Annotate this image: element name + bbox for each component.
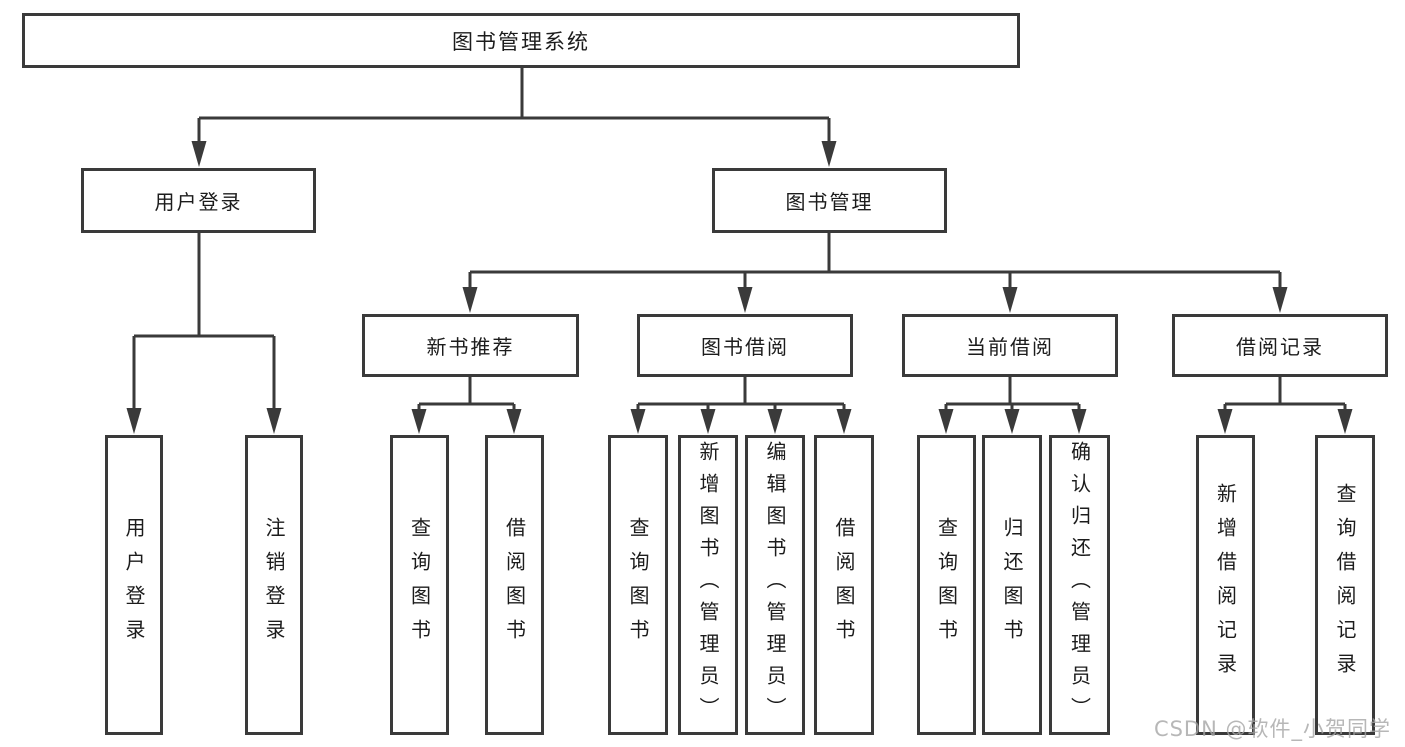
arrowhead	[700, 409, 716, 434]
arrowhead	[1004, 409, 1020, 434]
leaf-confirm-return-admin: 确认归还（管理员）	[1049, 435, 1110, 735]
node-book-borrowing: 图书借阅	[637, 314, 853, 377]
arrowhead	[506, 409, 522, 434]
connector-book-management	[468, 233, 1282, 293]
leaf-label: 新增图书（管理员）	[696, 441, 720, 729]
arrowhead	[737, 287, 753, 313]
leaf-add-book-admin: 新增图书（管理员）	[678, 435, 738, 735]
leaf-label: 归还图书	[1000, 517, 1024, 653]
leaf-label: 新增借阅记录	[1213, 483, 1238, 687]
leaf-label: 用户登录	[122, 517, 146, 653]
arrowhead	[1002, 287, 1018, 313]
arrowhead	[1217, 409, 1233, 434]
arrowhead	[1071, 409, 1087, 434]
csdn-watermark: CSDN @软件_小贺同学	[1153, 717, 1391, 741]
arrowhead	[266, 408, 282, 434]
leaf-user-login: 用户登录	[105, 435, 163, 735]
arrowhead	[767, 409, 783, 434]
arrowhead	[938, 409, 954, 434]
connector-root	[197, 67, 831, 150]
leaf-label: 查询图书	[626, 517, 650, 653]
leaf-label: 查询图书	[407, 517, 432, 653]
arrowhead	[191, 141, 207, 167]
node-new-book-recommend: 新书推荐	[362, 314, 579, 377]
connector-borrowing-records	[1223, 377, 1347, 414]
leaf-query-borrow-record: 查询借阅记录	[1315, 435, 1375, 735]
leaf-label: 查询借阅记录	[1333, 483, 1357, 687]
connector-user-login	[132, 233, 276, 415]
leaf-label: 编辑图书（管理员）	[763, 441, 787, 729]
node-book-management: 图书管理	[712, 168, 947, 233]
arrowhead	[630, 409, 646, 434]
arrowhead	[821, 141, 837, 167]
arrowhead	[126, 408, 142, 434]
leaf-query-books-borrowing: 查询图书	[608, 435, 668, 735]
leaf-label: 借阅图书	[832, 517, 856, 653]
leaf-logout: 注销登录	[245, 435, 303, 735]
node-library-system: 图书管理系统	[22, 13, 1020, 68]
leaf-label: 注销登录	[262, 517, 286, 653]
leaf-label: 确认归还（管理员）	[1067, 441, 1092, 729]
leaf-borrow-books-recommend: 借阅图书	[485, 435, 544, 735]
leaf-add-borrow-record: 新增借阅记录	[1196, 435, 1255, 735]
leaf-label: 查询图书	[934, 517, 959, 653]
node-borrowing-records: 借阅记录	[1172, 314, 1388, 377]
leaf-return-books: 归还图书	[982, 435, 1042, 735]
arrowhead	[462, 287, 478, 313]
arrowhead	[836, 409, 852, 434]
connector-new-book-recommend	[417, 377, 516, 414]
leaf-borrow-books-borrowing: 借阅图书	[814, 435, 874, 735]
node-current-borrowing: 当前借阅	[902, 314, 1118, 377]
connector-current-borrowing	[944, 377, 1081, 414]
leaf-edit-book-admin: 编辑图书（管理员）	[745, 435, 805, 735]
node-user-login: 用户登录	[81, 168, 316, 233]
arrowhead	[1272, 287, 1288, 313]
leaf-query-books-recommend: 查询图书	[390, 435, 449, 735]
leaf-label: 借阅图书	[502, 517, 527, 653]
leaf-query-books-current: 查询图书	[917, 435, 976, 735]
arrowhead	[411, 409, 427, 434]
connector-book-borrowing	[636, 377, 846, 414]
arrowhead	[1337, 409, 1353, 434]
